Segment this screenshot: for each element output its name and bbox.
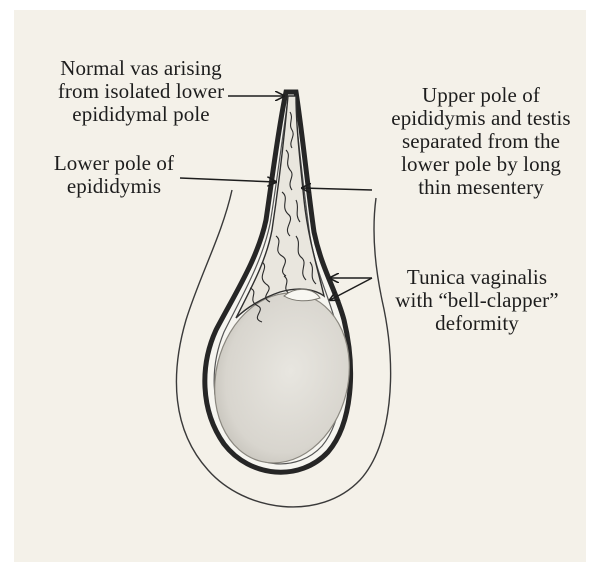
arrow-lower-pole xyxy=(179,178,276,182)
scrotal-outline xyxy=(175,189,392,508)
arrow-upper-pole xyxy=(302,188,373,190)
label-lower-pole: Lower pole of epididymis xyxy=(53,151,175,198)
annotation-arrows xyxy=(179,96,373,300)
upper-pole-patch xyxy=(283,289,321,302)
label-tunica-vaginalis: Tunica vaginalis with “bell-clapper” def… xyxy=(395,265,559,335)
label-upper-pole: Upper pole of epididymis and testis sepa… xyxy=(391,83,571,199)
label-normal-vas: Normal vas arising from isolated lower e… xyxy=(57,56,225,126)
epididymis-vessels xyxy=(249,111,317,323)
arrow-tunica-2 xyxy=(330,277,373,300)
